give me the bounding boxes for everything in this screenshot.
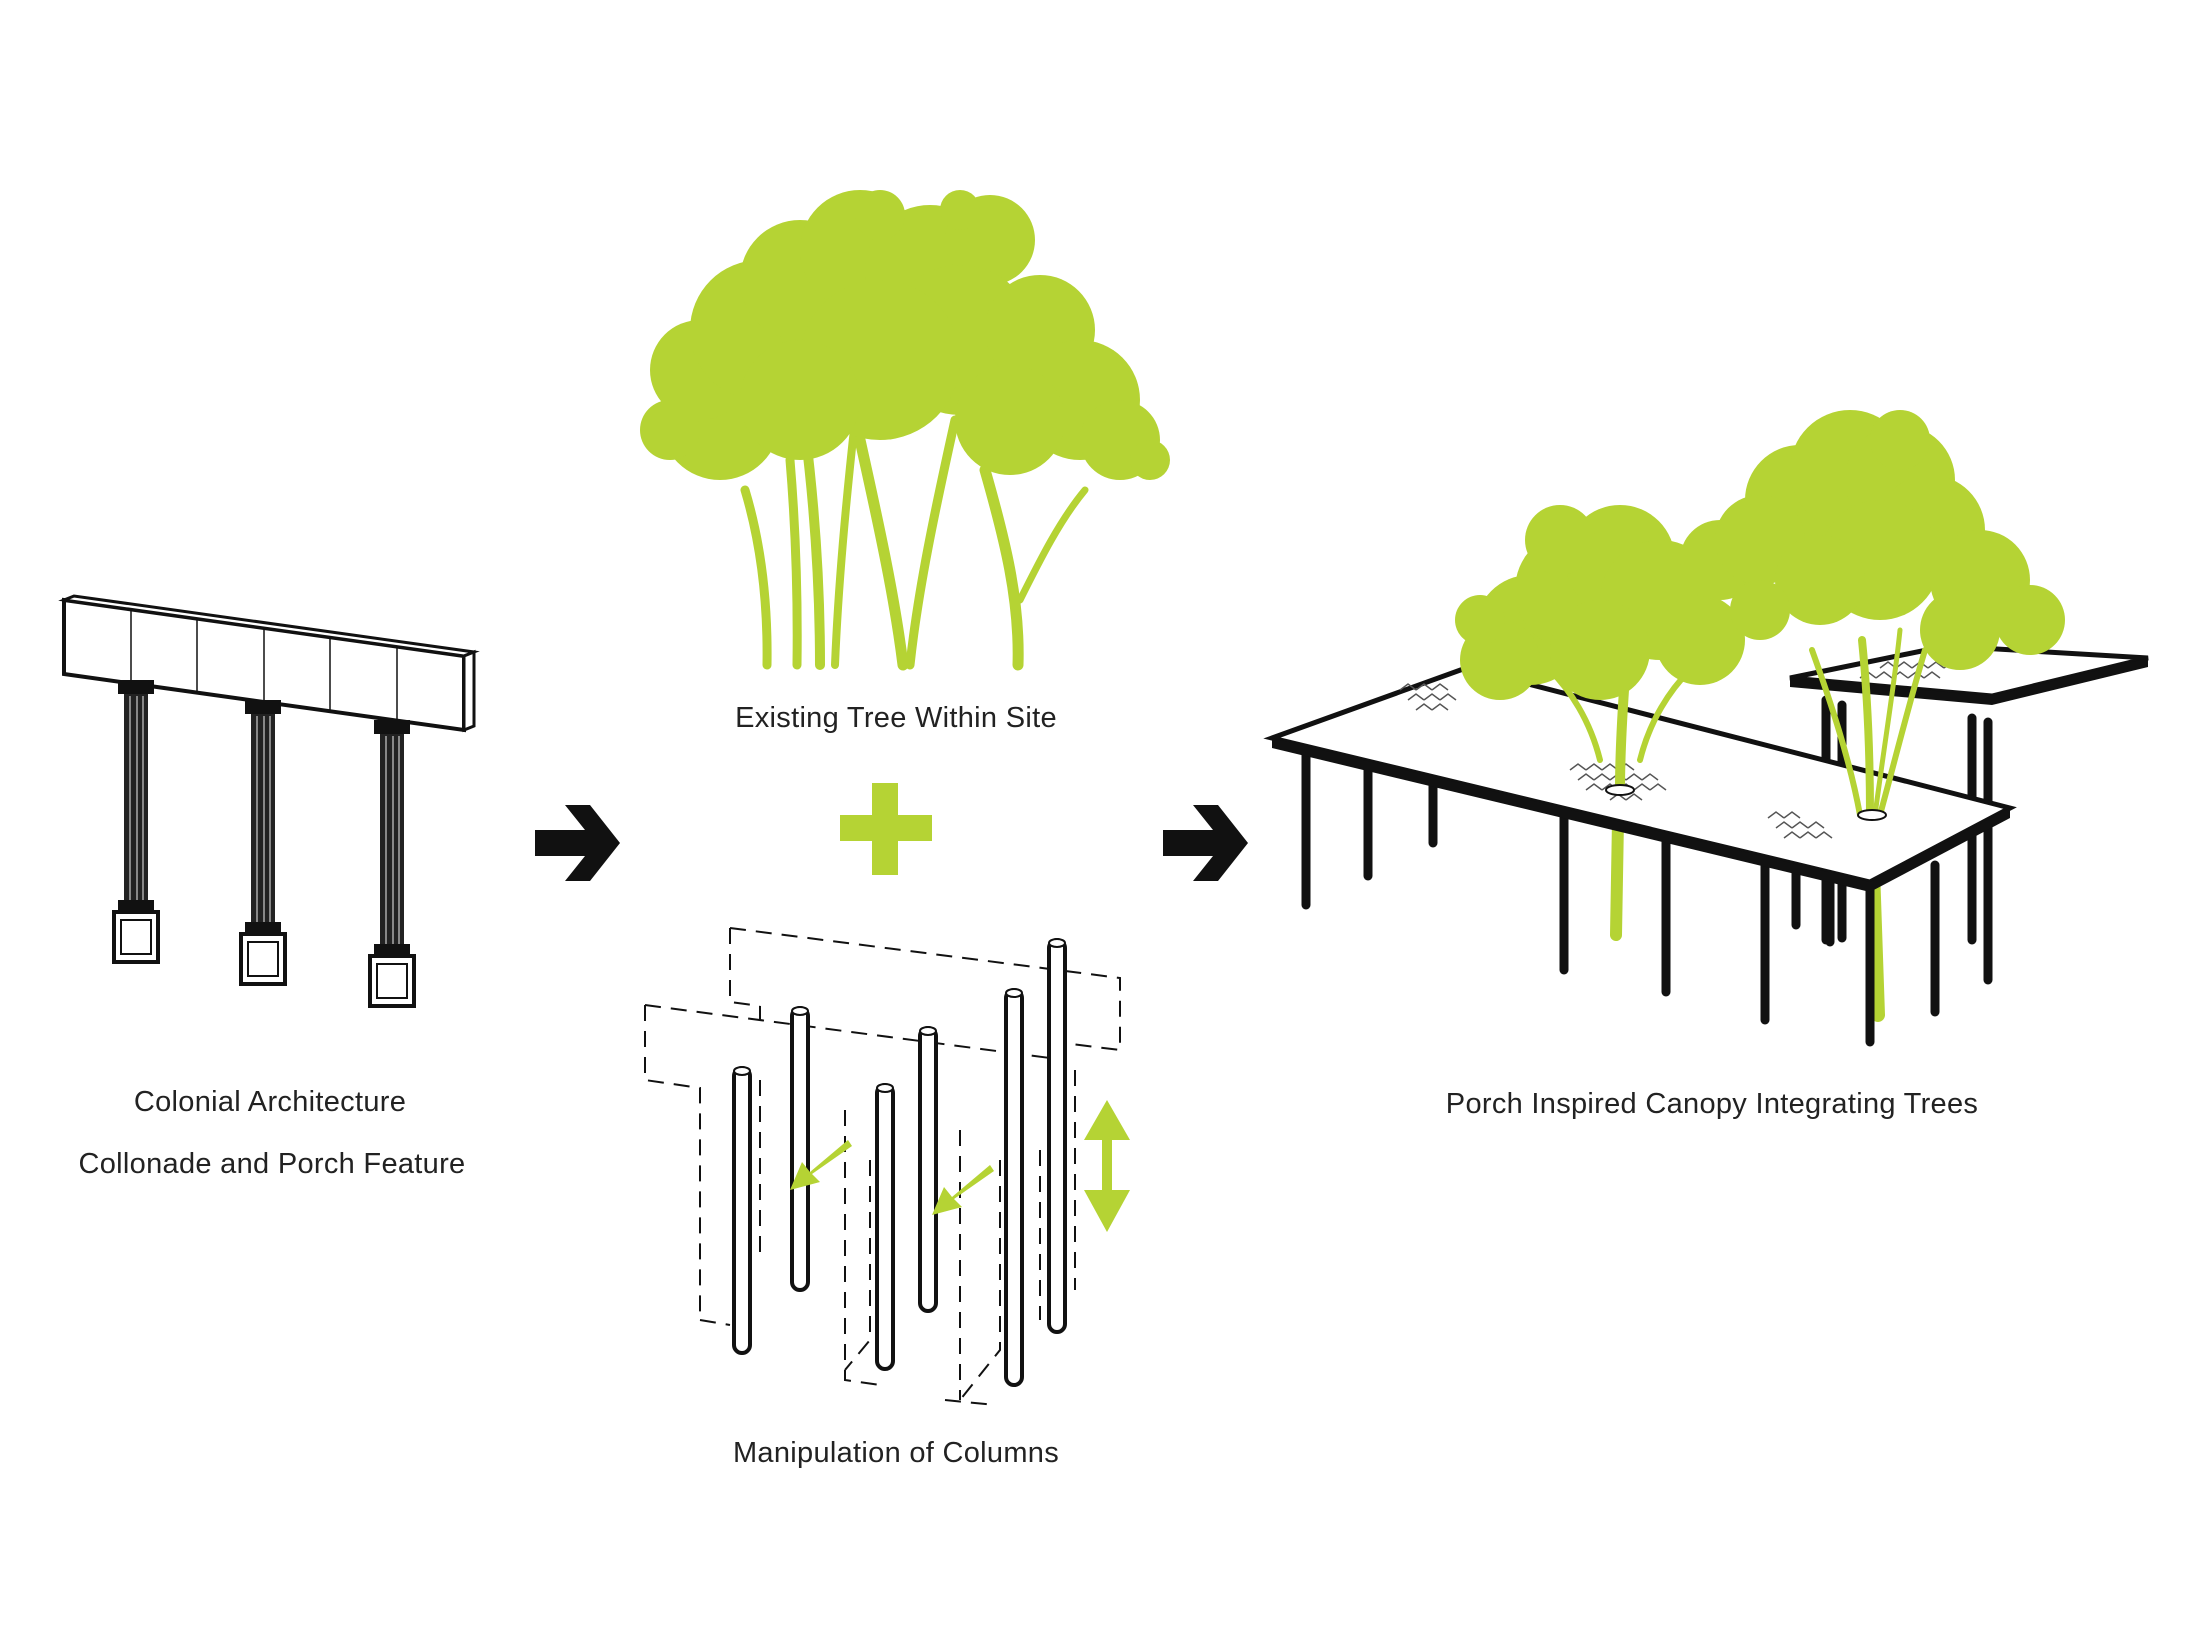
column-manipulation-illustration — [644, 927, 1130, 1406]
canopy-illustration — [1263, 410, 2149, 1047]
double-headed-arrow-icon — [1084, 1100, 1130, 1232]
colonial-architecture-label: Colonial Architecture — [133, 1086, 407, 1118]
plus-icon — [840, 783, 932, 875]
colonnade-illustration — [58, 594, 480, 1008]
manipulation-label: Manipulation of Columns — [732, 1437, 1060, 1469]
column — [112, 680, 160, 964]
right-arrow-icon — [1163, 805, 1248, 881]
trees-illustration — [640, 190, 1170, 671]
existing-tree-label: Existing Tree Within Site — [735, 702, 1057, 734]
right-arrow-icon — [535, 805, 620, 881]
canopy-label: Porch Inspired Canopy Integrating Trees — [1445, 1088, 1979, 1120]
column — [368, 720, 416, 1008]
diagonal-arrow-icon — [790, 1140, 994, 1215]
colonnade-porch-label: Collonade and Porch Feature — [78, 1148, 466, 1180]
column — [239, 700, 287, 986]
